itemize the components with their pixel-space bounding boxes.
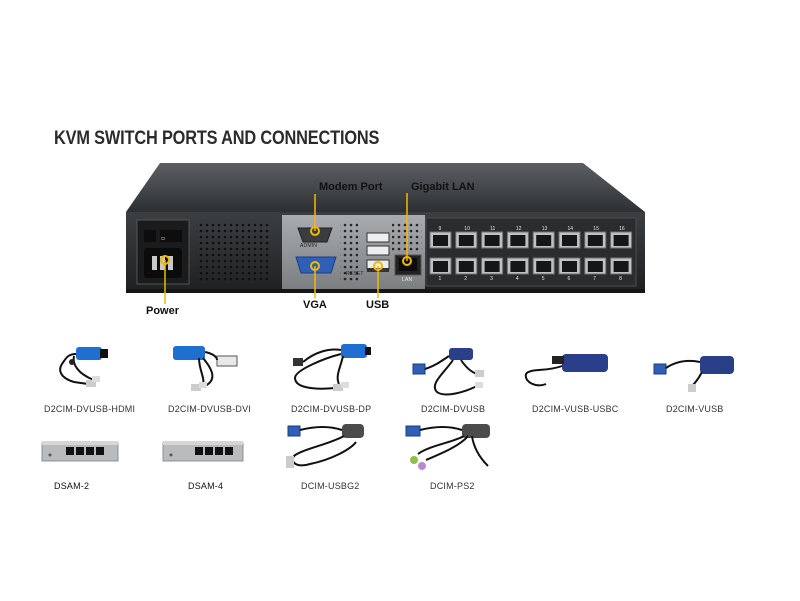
rj45-port-opening [562, 261, 577, 272]
product-label-dsam-2: DSAM-2 [54, 481, 90, 491]
rj45-port-bank [425, 217, 637, 287]
port-number-label: 4 [515, 276, 519, 282]
rj45-port-opening [536, 261, 552, 272]
rj45-port-opening [484, 235, 500, 246]
product-label-d2cim-dvusb-hdmi: D2CIM-DVUSB-HDMI [44, 404, 136, 414]
product-image-d2cim-dvusb-hdmi [59, 347, 108, 387]
product-image-dcim-usbg2 [286, 424, 364, 468]
rj45-port-opening [613, 261, 629, 272]
rj45-port-opening [458, 235, 474, 246]
power-module: ▫ [136, 219, 190, 285]
port-number-label: 1 [438, 276, 442, 282]
callout-modem-port: Modem Port [319, 181, 383, 193]
chassis-top [126, 163, 645, 212]
port-number-label: 7 [593, 276, 597, 282]
port-number-label: 16 [619, 226, 625, 232]
lan-small-label: LAN [402, 277, 413, 283]
product-label-d2cim-dvusb-dp: D2CIM-DVUSB-DP [291, 404, 372, 414]
product-label-d2cim-vusb: D2CIM-VUSB [666, 404, 724, 414]
product-label-dsam-4: DSAM-4 [188, 481, 224, 491]
port-number-label: 8 [619, 276, 622, 282]
port-number-label: 15 [593, 226, 599, 232]
product-image-d2cim-dvusb [412, 348, 484, 396]
product-label-dcim-usbg2: DCIM-USBG2 [301, 481, 360, 491]
port-number-label: 2 [464, 276, 468, 282]
vent-grille-left [196, 222, 270, 284]
svg-text:▫: ▫ [161, 235, 165, 242]
rj45-port-opening [433, 235, 448, 246]
rj45-port-opening [587, 235, 603, 246]
port-number-label: 9 [438, 226, 442, 232]
port-number-label: 13 [541, 226, 548, 232]
callout-usb: USB [366, 299, 390, 311]
product-image-dsam-4 [162, 441, 244, 462]
product-image-d2cim-vusb-usbc [524, 354, 608, 387]
rj45-port-opening [484, 261, 500, 272]
product-label-dcim-ps2: DCIM-PS2 [430, 481, 475, 491]
rj45-port-opening [510, 235, 526, 246]
port-number-label: 10 [464, 226, 470, 232]
callout-dots [160, 226, 412, 271]
callout-power: Power [146, 305, 180, 317]
admin-label: ADMIN [300, 243, 318, 249]
product-image-dcim-ps2 [405, 424, 490, 470]
page-title: KVM SWITCH PORTS AND CONNECTIONS [54, 128, 380, 149]
callout-lines [164, 193, 408, 304]
port-number-label: 12 [515, 226, 522, 232]
port-number-label: 6 [567, 276, 571, 282]
product-image-dsam-2 [41, 441, 119, 462]
product-image-d2cim-vusb [653, 356, 734, 392]
product-image-d2cim-dvusb-dp [293, 344, 371, 391]
vga-port [295, 256, 337, 274]
rj45-port-opening [613, 235, 629, 246]
port-number-label: 5 [541, 276, 545, 282]
product-label-d2cim-vusb-usbc: D2CIM-VUSB-USBC [532, 404, 619, 414]
product-image-d2cim-dvusb-dvi [173, 346, 238, 391]
product-label-d2cim-dvusb: D2CIM-DVUSB [421, 404, 486, 414]
rj45-port-opening [587, 261, 603, 272]
port-number-label: 14 [567, 226, 574, 232]
rj45-port-opening [562, 235, 577, 246]
rj45-port-opening [433, 261, 448, 272]
callout-vga: VGA [303, 299, 327, 311]
callout-gigabit-lan: Gigabit LAN [411, 181, 475, 193]
reset-label: RESET [346, 271, 364, 277]
port-number-label: 11 [490, 226, 496, 232]
rj45-port-opening [510, 261, 526, 272]
product-label-d2cim-dvusb-dvi: D2CIM-DVUSB-DVI [168, 404, 252, 414]
rj45-port-opening [536, 235, 552, 246]
port-number-label: 3 [490, 276, 493, 282]
rj45-port-opening [458, 261, 474, 272]
